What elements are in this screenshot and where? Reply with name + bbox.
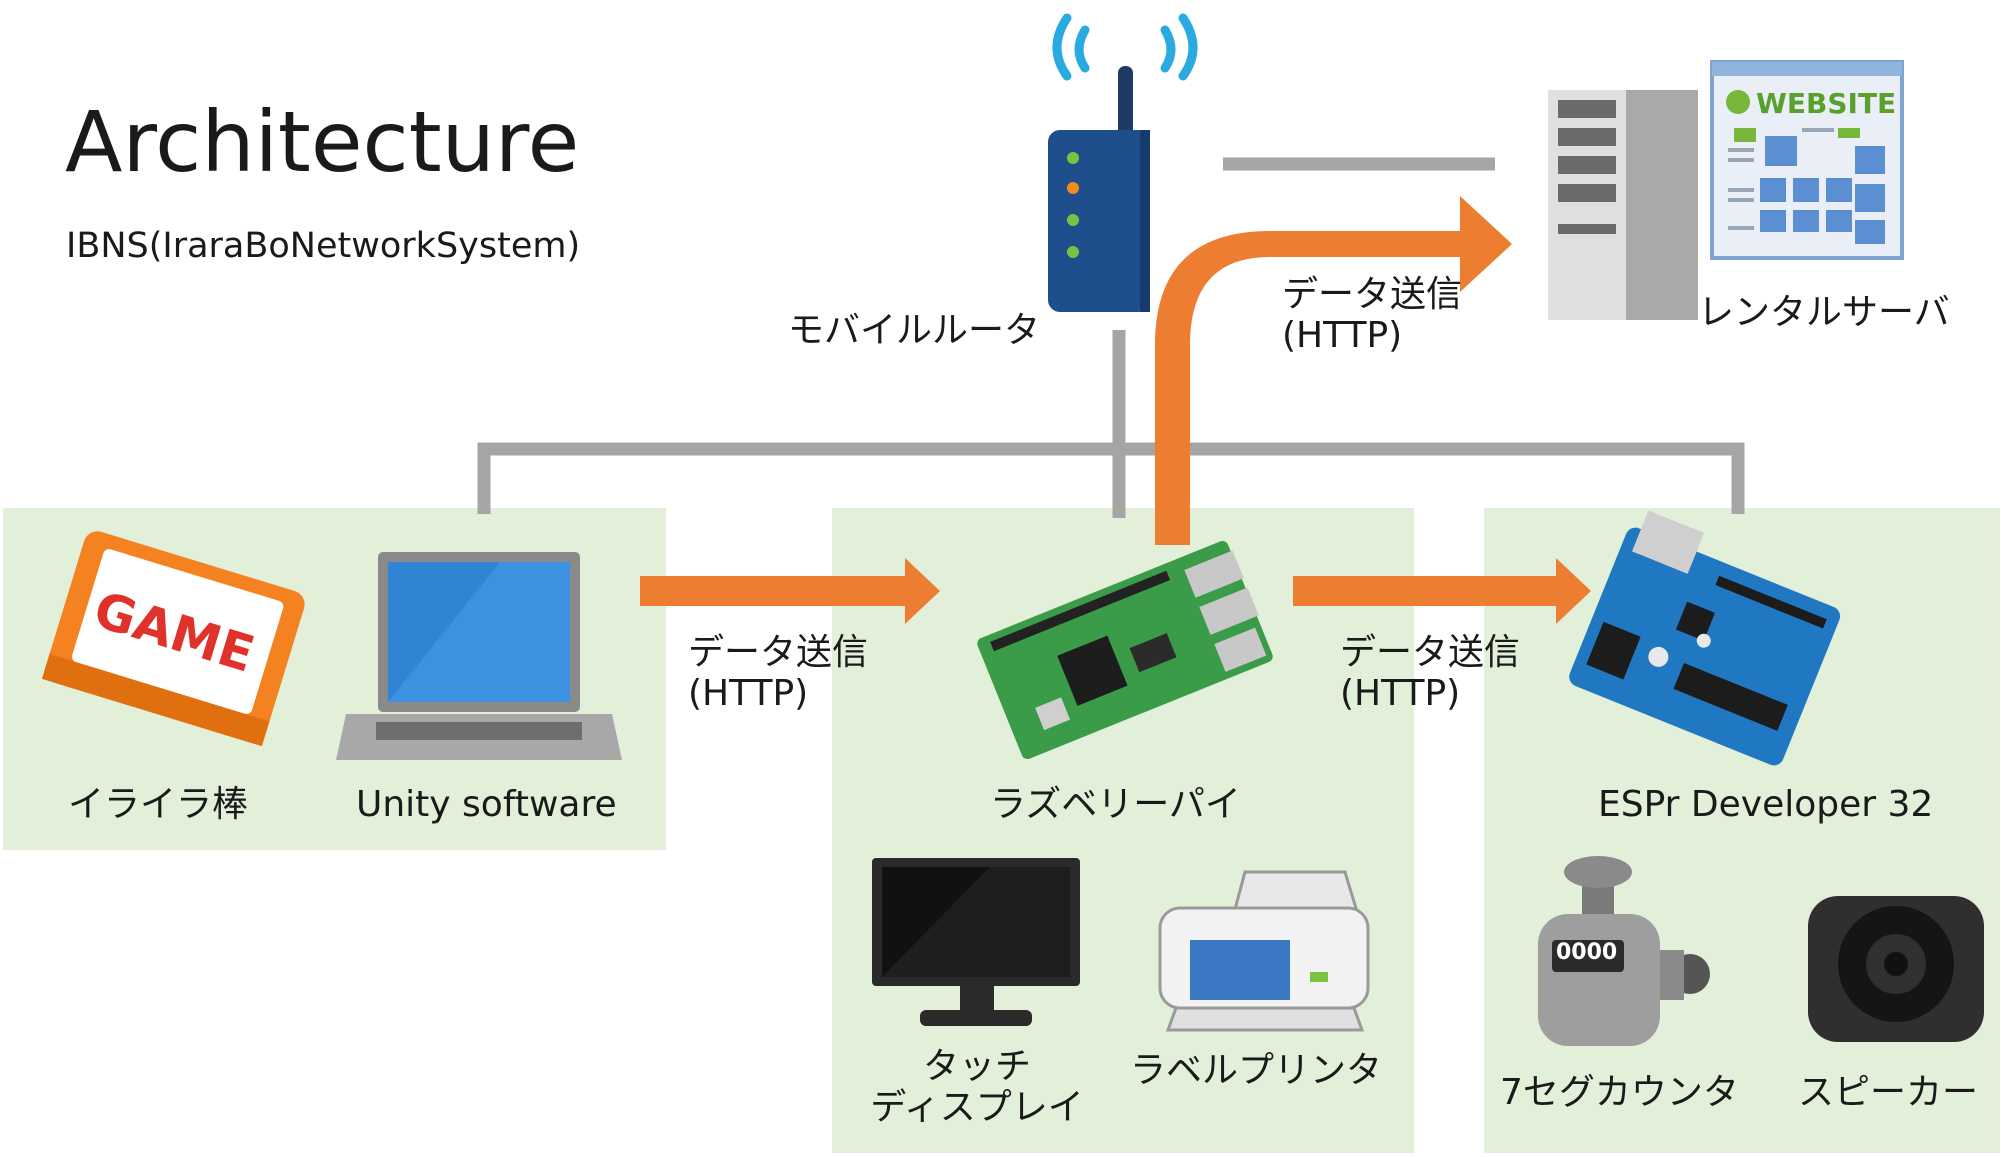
- server-icon: [1548, 90, 1698, 320]
- edge-label-top-line2: (HTTP): [1282, 315, 1403, 357]
- label-display-line1: タッチ: [922, 1046, 1031, 1087]
- edge-label-top-line1: データ送信: [1282, 274, 1463, 315]
- page-subtitle: IBNS(IraraBoNetworkSystem): [66, 226, 581, 266]
- page-title: Architecture: [65, 93, 580, 191]
- label-esp: ESPr Developer 32: [1598, 784, 1934, 825]
- label-server: レンタルサーバ: [1698, 292, 1950, 333]
- label-display-line2: ディスプレイ: [870, 1087, 1084, 1129]
- label-router: モバイルルータ: [788, 310, 1041, 351]
- label-printer: ラベルプリンタ: [1130, 1050, 1383, 1091]
- edge-label-left-line1: データ送信: [688, 632, 869, 673]
- laptop-icon: [336, 552, 622, 760]
- router-icon: [1048, 66, 1150, 312]
- wifi-icon: [1052, 13, 1198, 81]
- counter-icon: [1538, 856, 1710, 1046]
- game-cartridge-icon: [41, 531, 305, 747]
- edge-label-right-line1: データ送信: [1340, 632, 1521, 673]
- printer-icon: [1158, 870, 1370, 1032]
- network-lines: [477, 157, 1745, 518]
- label-speaker: スピーカー: [1798, 1072, 1979, 1113]
- label-game: イライラ棒: [68, 784, 249, 825]
- monitor-icon: [872, 858, 1080, 1026]
- edge-label-top: データ送信 (HTTP): [1282, 274, 1462, 357]
- counter-digits: 0000: [1556, 940, 1618, 965]
- website-logo-text: WEBSITE: [1756, 87, 1897, 120]
- esp-board-icon: [1569, 510, 1841, 766]
- label-raspi: ラズベリーパイ: [990, 784, 1241, 825]
- edge-label-left-line2: (HTTP): [688, 673, 809, 715]
- edge-label-left: データ送信 (HTTP): [688, 632, 868, 715]
- arrow-client-to-raspi: [640, 558, 940, 624]
- edge-label-right: データ送信 (HTTP): [1340, 632, 1520, 715]
- arrows: [640, 196, 1591, 624]
- speaker-icon: [1808, 896, 1984, 1042]
- arrow-raspi-to-server: [1155, 196, 1512, 545]
- website-icon: [1710, 60, 1904, 260]
- label-display: タッチ ディスプレイ: [862, 1046, 1092, 1129]
- raspberry-pi-icon: [977, 540, 1273, 760]
- arrow-raspi-to-esp: [1293, 558, 1591, 624]
- edge-label-right-line2: (HTTP): [1340, 673, 1461, 715]
- label-laptop: Unity software: [356, 784, 617, 825]
- label-counter: 7セグカウンタ: [1500, 1072, 1739, 1113]
- lan-bus-line: [477, 442, 1745, 514]
